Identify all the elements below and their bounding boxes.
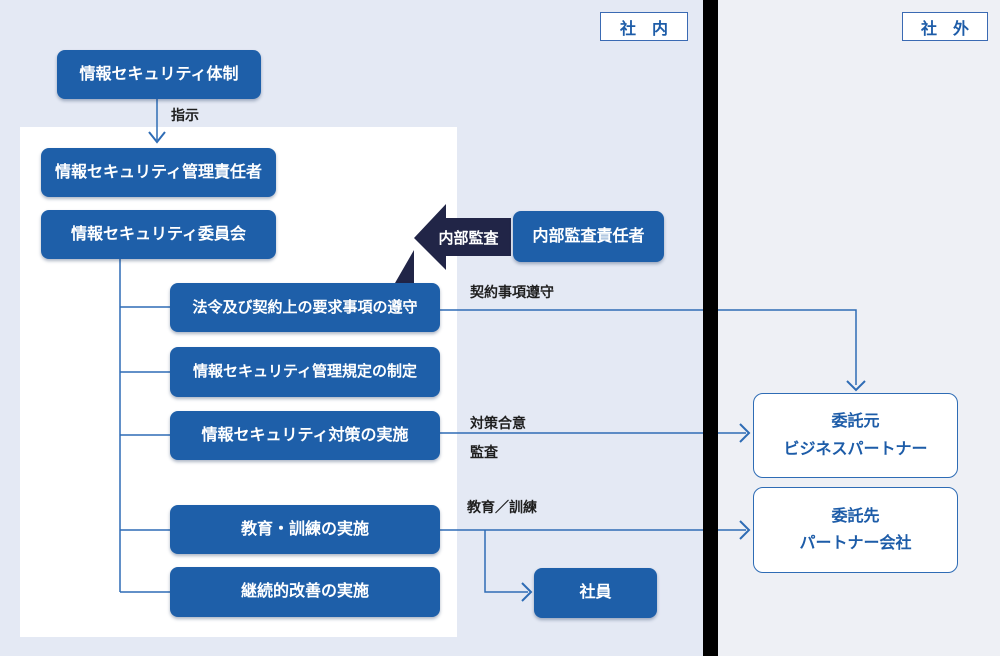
employee-arrowhead-icon: [521, 582, 533, 602]
partner-box-contractor-line1: 委託先: [831, 507, 880, 525]
node-activity-continuous-improvement-label: 継続的改善の実施: [240, 583, 369, 601]
node-security-manager-label: 情報セキュリティ管理責任者: [54, 163, 263, 181]
node-activity-measures-implementation-label: 情報セキュリティ対策の実施: [201, 426, 409, 444]
zone-tag-internal: 社 内: [600, 12, 688, 41]
zone-tag-external-label: 社 外: [920, 20, 969, 38]
node-activity-measures-implementation: 情報セキュリティ対策の実施: [170, 411, 440, 460]
kyoiku-arrowhead-icon: [739, 520, 751, 540]
node-activity-continuous-improvement: 継続的改善の実施: [170, 567, 440, 617]
node-security-committee: 情報セキュリティ委員会: [41, 210, 276, 259]
node-security-structure-label: 情報セキュリティ体制: [79, 65, 239, 83]
partner-box-client: 委託元 ビジネスパートナー: [753, 393, 958, 478]
node-activity-rules-establishment: 情報セキュリティ管理規定の制定: [170, 347, 440, 397]
node-security-committee-label: 情報セキュリティ委員会: [70, 225, 247, 243]
node-security-manager: 情報セキュリティ管理責任者: [41, 148, 276, 197]
internal-audit-arrow-label: 内部監査: [438, 229, 499, 247]
partner-box-contractor-line2: パートナー会社: [799, 535, 912, 552]
zone-tag-internal-label: 社 内: [619, 20, 668, 38]
internal-external-divider: [703, 0, 718, 656]
edge-label-audit: 監査: [470, 444, 498, 460]
taisaku-goi-arrowhead-icon: [739, 423, 751, 443]
node-employee: 社員: [534, 568, 657, 618]
partner-box-client-line1: 委託元: [831, 413, 880, 431]
node-activity-legal-compliance: 法令及び契約上の要求事項の遵守: [170, 283, 440, 332]
node-activity-rules-establishment-label: 情報セキュリティ管理規定の制定: [192, 363, 418, 380]
node-security-structure: 情報セキュリティ体制: [57, 50, 261, 99]
partner-box-contractor: 委託先 パートナー会社: [753, 487, 958, 573]
edge-label-education-training: 教育／訓練: [467, 499, 537, 515]
keiyaku-arrowhead-icon: [846, 380, 866, 392]
node-internal-audit-manager: 内部監査責任者: [513, 211, 664, 262]
node-activity-education-training: 教育・訓練の実施: [170, 505, 440, 554]
employee-branch-line: [484, 530, 528, 593]
shiji-arrowhead-icon: [148, 131, 166, 144]
node-internal-audit-manager-label: 内部監査責任者: [532, 227, 645, 245]
zone-tag-external: 社 外: [902, 12, 988, 41]
node-employee-label: 社員: [579, 584, 612, 602]
edge-label-instruction: 指示: [171, 107, 199, 123]
partner-box-client-line2: ビジネスパートナー: [783, 440, 928, 458]
keiyaku-connector-line: [440, 309, 857, 385]
edge-label-measures-agreement: 対策合意: [470, 415, 526, 431]
node-activity-education-training-label: 教育・訓練の実施: [240, 520, 369, 538]
edge-label-contract-compliance: 契約事項遵守: [470, 284, 554, 300]
node-activity-legal-compliance-label: 法令及び契約上の要求事項の遵守: [192, 298, 418, 316]
